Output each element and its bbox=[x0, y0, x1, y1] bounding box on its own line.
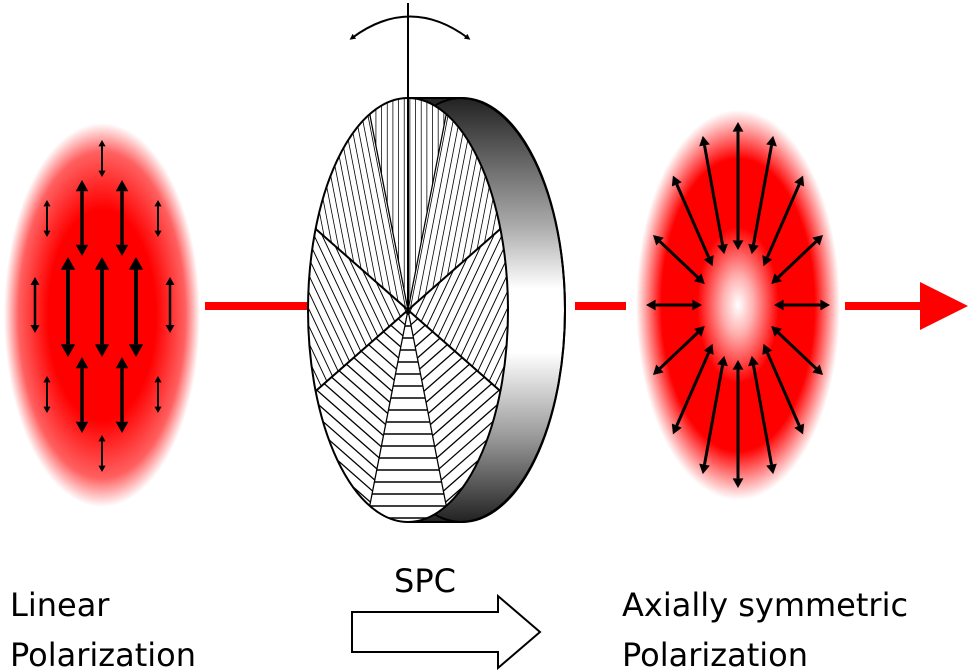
arrowhead bbox=[94, 257, 110, 270]
arrowhead bbox=[732, 360, 744, 370]
arrowhead bbox=[766, 135, 777, 147]
arrowhead bbox=[671, 175, 682, 187]
arrowhead bbox=[128, 257, 144, 270]
spc-disc-face bbox=[307, 97, 509, 523]
polarization-arrow bbox=[703, 364, 724, 465]
arrowhead bbox=[774, 299, 784, 311]
arrowhead bbox=[732, 478, 744, 488]
arrowhead bbox=[694, 273, 705, 284]
polarization-arrow bbox=[765, 183, 801, 258]
arrowhead bbox=[30, 325, 40, 333]
arrowhead bbox=[154, 406, 162, 413]
arrowhead bbox=[732, 240, 744, 250]
beam-arrowhead-icon bbox=[920, 282, 968, 330]
arrowhead bbox=[75, 244, 89, 256]
output-label-line2: Polarization bbox=[622, 636, 808, 671]
arrowhead bbox=[703, 255, 714, 267]
arrowhead bbox=[771, 273, 782, 284]
arrowhead bbox=[812, 364, 823, 376]
input-label-line2: Polarization bbox=[10, 636, 196, 671]
arrowhead bbox=[812, 234, 823, 246]
arrowhead bbox=[60, 257, 76, 270]
arrowhead bbox=[717, 355, 728, 367]
linear-polarization-arrows bbox=[30, 140, 175, 472]
arrowhead bbox=[762, 343, 773, 355]
arrowhead bbox=[165, 325, 175, 333]
arrowhead bbox=[98, 435, 106, 442]
rotation-arrow-icon bbox=[349, 15, 471, 40]
arrowhead bbox=[794, 423, 805, 435]
arrowhead bbox=[732, 122, 744, 132]
arrowhead bbox=[653, 234, 664, 246]
arrowhead bbox=[748, 355, 759, 367]
polarization-arrow bbox=[675, 352, 711, 427]
disc-sector bbox=[369, 313, 447, 519]
arrowhead bbox=[94, 344, 110, 357]
arrowhead bbox=[128, 344, 144, 357]
arrowhead bbox=[115, 180, 129, 192]
arrowhead bbox=[154, 376, 162, 383]
arrowhead bbox=[717, 243, 728, 255]
polarization-arrow bbox=[658, 240, 699, 279]
arrowhead bbox=[43, 406, 51, 413]
polarization-arrow bbox=[777, 240, 818, 279]
polarization-arrow bbox=[752, 145, 773, 246]
radial-polarization-arrows bbox=[646, 122, 830, 488]
arrowhead bbox=[748, 243, 759, 255]
arrowhead bbox=[154, 200, 162, 207]
arrowhead bbox=[115, 357, 129, 369]
process-arrow-icon bbox=[351, 593, 542, 671]
arrowhead bbox=[653, 364, 664, 376]
arrowhead bbox=[771, 326, 782, 337]
arrowhead bbox=[115, 244, 129, 256]
polarization-arrow bbox=[765, 352, 801, 427]
arrowhead bbox=[43, 200, 51, 207]
arrowhead bbox=[699, 135, 710, 147]
arrowhead bbox=[762, 255, 773, 267]
arrowhead bbox=[75, 421, 89, 433]
arrowhead bbox=[98, 465, 106, 472]
arrowhead bbox=[98, 170, 106, 177]
arrowhead bbox=[115, 421, 129, 433]
arrowhead bbox=[75, 180, 89, 192]
arrowhead bbox=[766, 463, 777, 475]
polarization-arrow bbox=[752, 364, 773, 465]
arrowhead bbox=[694, 326, 705, 337]
output-label-line1: Axially symmetric bbox=[622, 586, 909, 624]
arrowhead bbox=[43, 376, 51, 383]
polarization-arrow bbox=[658, 331, 699, 370]
arrowhead bbox=[43, 230, 51, 237]
arrowhead bbox=[820, 299, 830, 311]
input-label-line1: Linear bbox=[10, 586, 110, 624]
arrowhead bbox=[98, 140, 106, 147]
arrowhead bbox=[30, 277, 40, 285]
arrowhead bbox=[165, 277, 175, 285]
device-label: SPC bbox=[394, 562, 456, 600]
polarization-arrow bbox=[703, 145, 724, 246]
arrowhead bbox=[671, 423, 682, 435]
arrowhead bbox=[75, 357, 89, 369]
arrowhead bbox=[154, 230, 162, 237]
arrowhead bbox=[699, 463, 710, 475]
polarization-arrow bbox=[777, 331, 818, 370]
arrowhead bbox=[794, 175, 805, 187]
arrowhead bbox=[703, 343, 714, 355]
arrowhead bbox=[646, 299, 656, 311]
polarization-arrow bbox=[675, 183, 711, 258]
arrowhead bbox=[692, 299, 702, 311]
arrowhead bbox=[60, 344, 76, 357]
